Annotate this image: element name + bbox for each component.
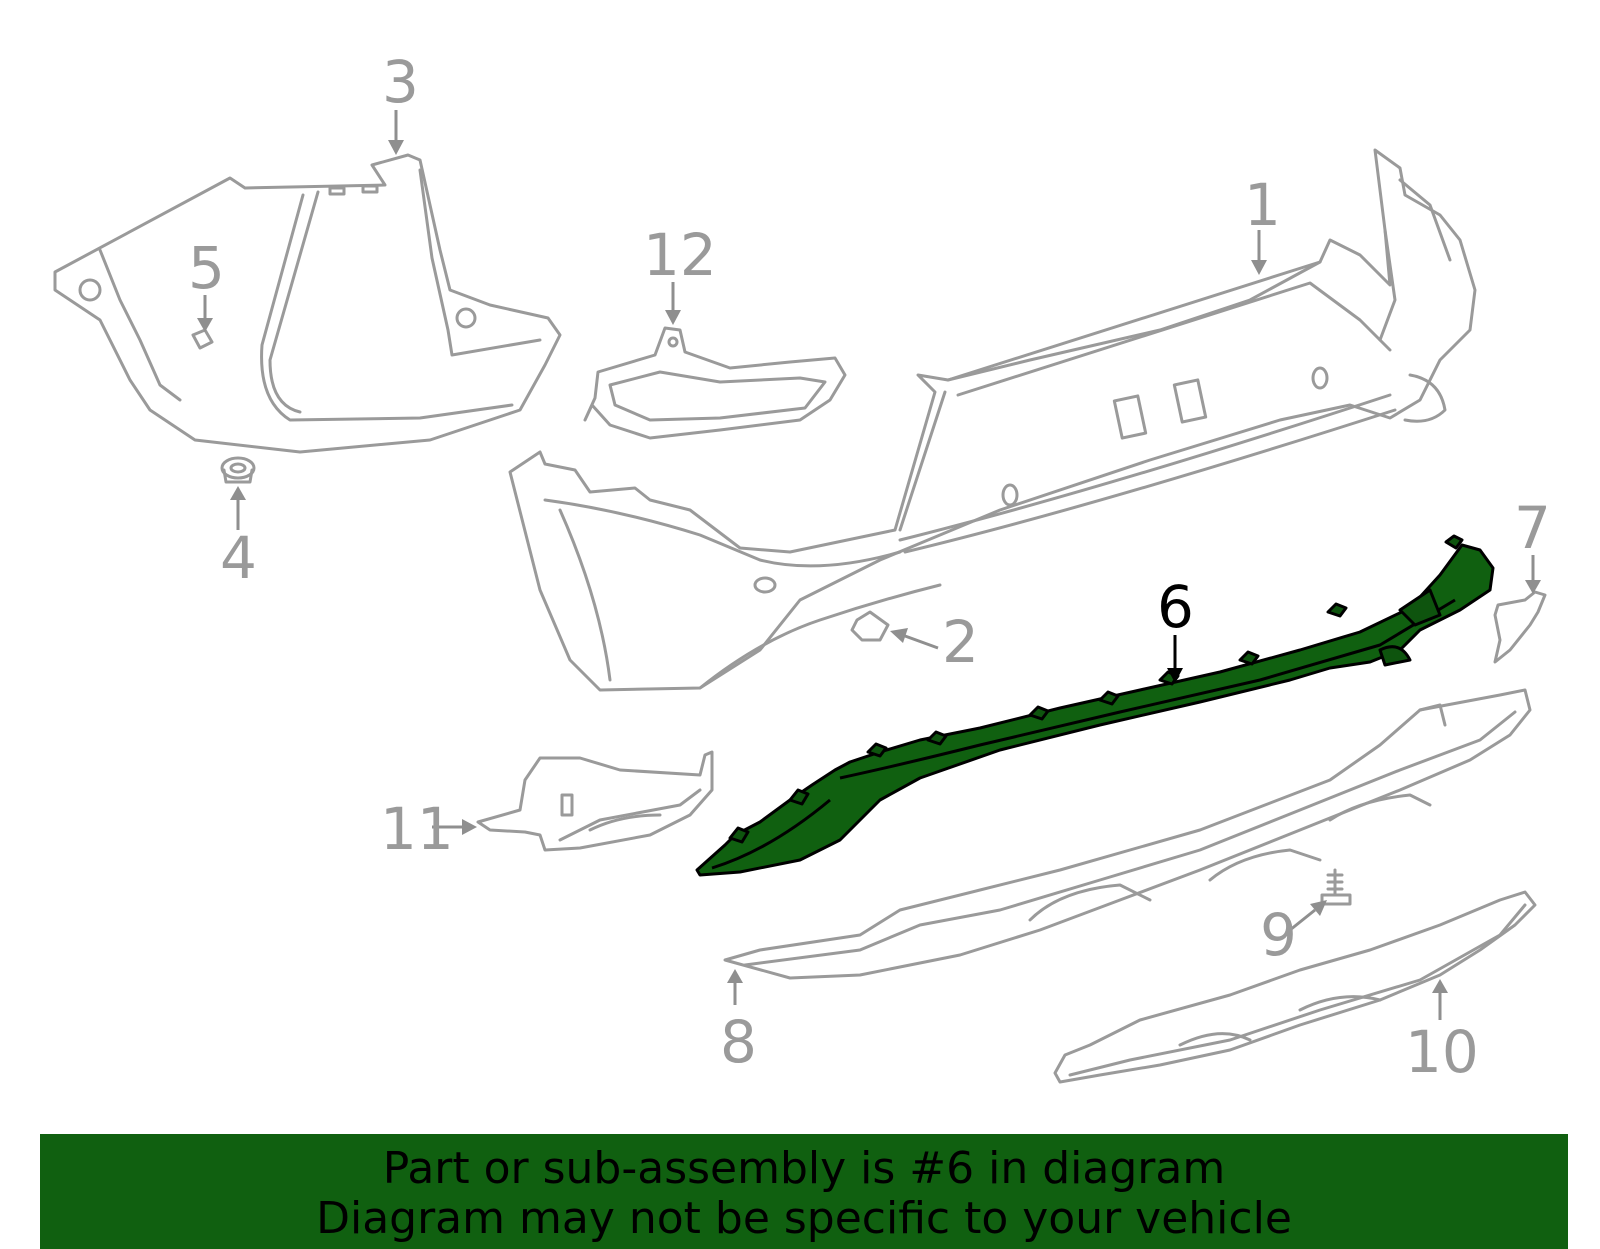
banner-line-1: Part or sub-assembly is #6 in diagram bbox=[382, 1143, 1226, 1194]
part-8-lower-valance bbox=[723, 688, 1532, 980]
leader-arrows bbox=[197, 110, 1541, 1020]
banner-line-2: Diagram may not be specific to your vehi… bbox=[316, 1193, 1292, 1244]
callout-11: 11 bbox=[380, 795, 454, 863]
part-6-valance-highlighted bbox=[695, 534, 1495, 877]
part-11-lamp bbox=[476, 750, 714, 852]
part-5-clip bbox=[191, 328, 214, 350]
part-12-bracket bbox=[583, 326, 847, 440]
part-2-clip bbox=[850, 610, 890, 642]
part-9-screw bbox=[1320, 868, 1352, 906]
callout-10: 10 bbox=[1405, 1018, 1479, 1086]
info-banner: Part or sub-assembly is #6 in diagram Di… bbox=[40, 1134, 1568, 1249]
callout-1: 1 bbox=[1244, 171, 1281, 239]
part-7-bracket bbox=[1493, 590, 1547, 664]
callout-4: 4 bbox=[220, 524, 257, 592]
part-10-trim-strip bbox=[1053, 890, 1537, 1084]
callout-12: 12 bbox=[643, 221, 717, 289]
callout-6: 6 bbox=[1157, 573, 1194, 641]
part-3-side-bracket bbox=[53, 153, 562, 454]
part-4-nut bbox=[220, 456, 256, 484]
parts-diagram: 3 1 5 12 4 2 7 6 11 9 8 10 bbox=[53, 48, 1551, 1086]
callout-2: 2 bbox=[942, 608, 979, 676]
callout-9: 9 bbox=[1260, 901, 1297, 969]
callout-7: 7 bbox=[1514, 494, 1551, 562]
callout-3: 3 bbox=[382, 48, 419, 116]
part-1-bumper-cover bbox=[508, 148, 1477, 692]
callout-5: 5 bbox=[188, 234, 225, 302]
callout-8: 8 bbox=[720, 1008, 757, 1076]
